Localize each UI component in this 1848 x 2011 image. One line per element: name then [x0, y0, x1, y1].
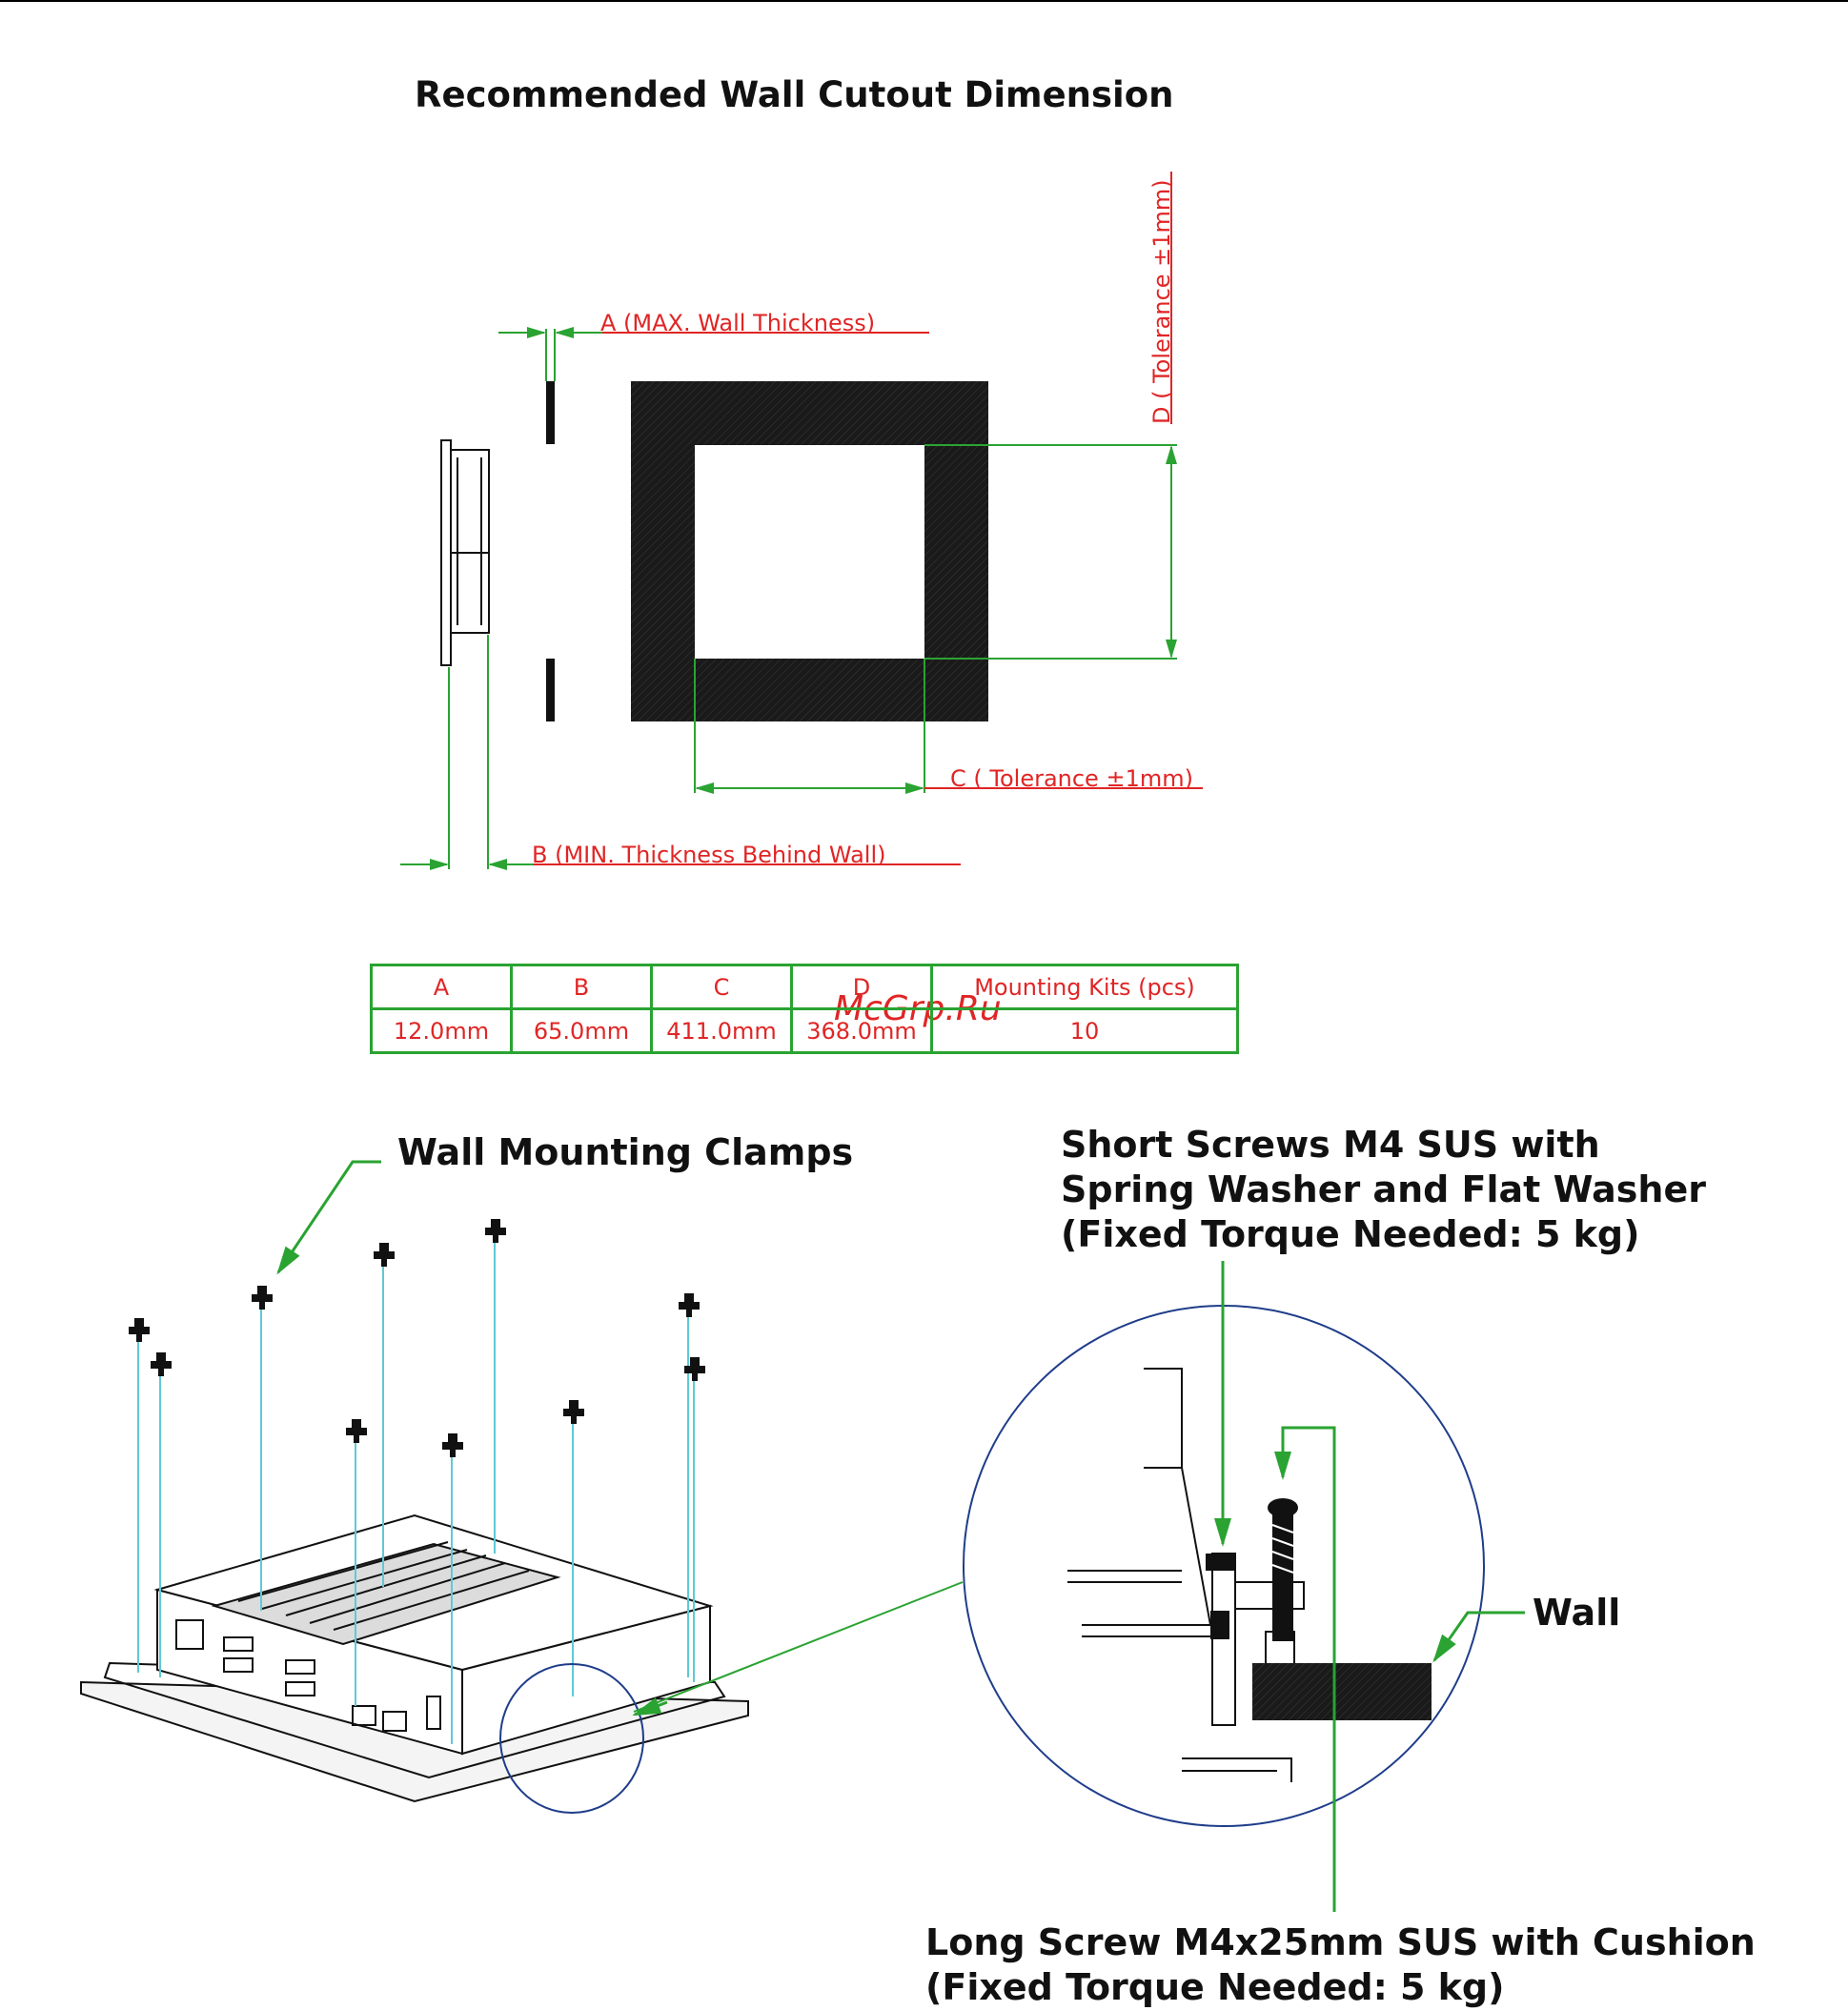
long-screw-label: Long Screw M4x25mm SUS with Cushion (Fix… [925, 1920, 1756, 2010]
table-value-b: 65.0mm [510, 1007, 653, 1054]
short-screws-line-1: Short Screws M4 SUS with [1061, 1124, 1600, 1166]
wall-mounting-clamps [129, 1219, 705, 1744]
long-screw-line-1: Long Screw M4x25mm SUS with Cushion [925, 1921, 1756, 1963]
dimension-d [924, 172, 1177, 660]
dimension-c-label: C ( Tolerance ±1mm) [950, 765, 1193, 792]
table-header-row: A B C D Mounting Kits (pcs) [370, 964, 1239, 1010]
clamps-label: Wall Mounting Clamps [397, 1131, 854, 1173]
long-screw-leader [1274, 1426, 1336, 1912]
short-screws-label: Short Screws M4 SUS with Spring Washer a… [1061, 1123, 1706, 1257]
dimension-d-label: D ( Tolerance ±1mm) [1148, 179, 1175, 424]
dimension-a [498, 327, 929, 381]
clamps-leader [276, 1160, 381, 1275]
detail-connector [633, 1581, 964, 1713]
wall-leader [1432, 1611, 1525, 1663]
wall-label: Wall [1533, 1592, 1621, 1634]
detail-circle [963, 1305, 1485, 1827]
short-screws-line-2: Spring Washer and Flat Washer [1061, 1168, 1706, 1210]
dimension-a-label: A (MAX. Wall Thickness) [600, 310, 875, 336]
page-title: Recommended Wall Cutout Dimension [415, 74, 1174, 115]
short-screws-line-3: (Fixed Torque Needed: 5 kg) [1061, 1213, 1640, 1255]
long-screw-line-2: (Fixed Torque Needed: 5 kg) [925, 1966, 1505, 2008]
dimension-b-label: B (MIN. Thickness Behind Wall) [532, 842, 885, 868]
top-rule [0, 0, 1848, 2]
table-value-row: 12.0mm 65.0mm 411.0mm 368.0mm 10 [370, 1007, 1239, 1054]
table-header-b: B [510, 964, 653, 1010]
dimension-c [694, 659, 1203, 794]
dimension-b [400, 635, 961, 870]
wall-section-bottom [546, 659, 555, 721]
table-header-d: D [790, 964, 933, 1010]
table-value-c: 411.0mm [650, 1007, 793, 1054]
table-value-kits: 10 [930, 1007, 1239, 1054]
table-header-a: A [370, 964, 513, 1010]
table-header-c: C [650, 964, 793, 1010]
detail-ring-small [499, 1663, 644, 1814]
dimension-table: A B C D Mounting Kits (pcs) 12.0mm 65.0m… [370, 964, 1239, 1054]
panel-side-profile [440, 439, 490, 666]
cutout-frame [631, 381, 988, 721]
table-value-a: 12.0mm [370, 1007, 513, 1054]
unit-rear-view [80, 1513, 749, 1803]
table-value-d: 368.0mm [790, 1007, 933, 1054]
wall-section-top [546, 381, 555, 444]
table-header-kits: Mounting Kits (pcs) [930, 964, 1239, 1010]
